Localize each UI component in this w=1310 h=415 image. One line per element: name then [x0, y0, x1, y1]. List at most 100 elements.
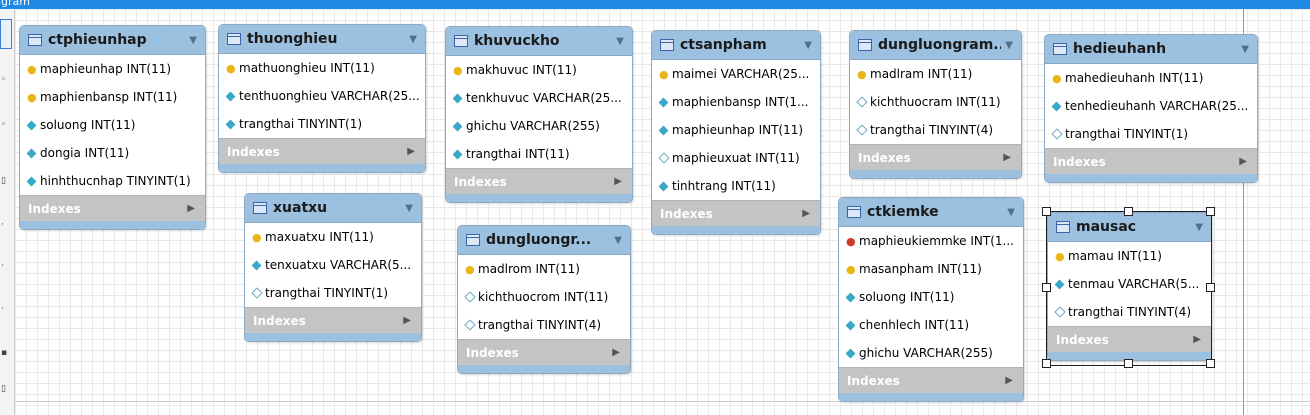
column-row[interactable]: ●mamau INT(11) [1048, 242, 1211, 270]
expand-arrow-icon[interactable]: ▶ [802, 208, 810, 219]
column-row[interactable]: dongia INT(11) [20, 139, 205, 167]
column-row[interactable]: trangthai TINYINT(1) [1045, 120, 1257, 148]
indexes-section[interactable]: Indexes▶ [839, 367, 1023, 393]
column-row[interactable]: maphienbansp INT(1... [652, 88, 820, 116]
table-xuatxu[interactable]: xuatxu▼●maxuatxu INT(11)tenxuatxu VARCHA… [244, 193, 422, 342]
collapse-toggle-icon[interactable]: ▼ [804, 39, 812, 51]
indexes-section[interactable]: Indexes▶ [446, 168, 632, 194]
column-row[interactable]: trangthai TINYINT(4) [850, 116, 1021, 144]
table-header[interactable]: khuvuckho▼ [446, 27, 632, 56]
column-row[interactable]: ●masanpham INT(11) [839, 255, 1023, 283]
collapse-toggle-icon[interactable]: ▼ [405, 202, 413, 214]
indexes-section[interactable]: Indexes▶ [1048, 326, 1211, 352]
table-hedieuhanh[interactable]: hedieuhanh▼●mahedieuhanh INT(11)tenhedie… [1044, 34, 1258, 183]
table-header[interactable]: thuonghieu▼ [219, 25, 425, 54]
table-header[interactable]: ctphieunhap▼ [20, 26, 205, 55]
column-row[interactable]: trangthai TINYINT(1) [245, 279, 421, 307]
resize-handle-right[interactable] [1206, 283, 1215, 292]
column-row[interactable]: trangthai TINYINT(4) [458, 311, 630, 339]
table-ctsanpham[interactable]: ctsanpham▼●maimei VARCHAR(25...maphienba… [651, 30, 821, 235]
expand-arrow-icon[interactable]: ▶ [187, 203, 195, 214]
resize-handle-top-left[interactable] [1042, 207, 1051, 216]
expand-arrow-icon[interactable]: ▶ [1193, 334, 1201, 345]
expand-arrow-icon[interactable]: ▶ [1239, 156, 1247, 167]
table-header[interactable]: dungluongr...▼ [458, 226, 630, 255]
table-header[interactable]: xuatxu▼ [245, 194, 421, 223]
expand-arrow-icon[interactable]: ▶ [1005, 375, 1013, 386]
expand-arrow-icon[interactable]: ▶ [403, 315, 411, 326]
resize-handle-bottom-right[interactable] [1206, 359, 1215, 368]
table-header[interactable]: dungluongram...▼ [850, 31, 1021, 60]
collapse-toggle-icon[interactable]: ▼ [1005, 39, 1013, 51]
expand-arrow-icon[interactable]: ▶ [1003, 152, 1011, 163]
collapse-toggle-icon[interactable]: ▼ [409, 33, 417, 45]
column-row[interactable]: trangthai TINYINT(4) [1048, 298, 1211, 326]
table-header[interactable]: hedieuhanh▼ [1045, 35, 1257, 64]
column-row[interactable]: ●madlrom INT(11) [458, 255, 630, 283]
column-row[interactable]: tinhtrang INT(11) [652, 172, 820, 200]
note-tool-icon[interactable]: · [1, 220, 4, 230]
column-row[interactable]: ●makhuvuc INT(11) [446, 56, 632, 84]
diagram-canvas[interactable]: ctphieunhap▼●maphieunhap INT(11)●maphien… [15, 9, 1310, 415]
column-row[interactable]: tenxuatxu VARCHAR(5... [245, 251, 421, 279]
column-row[interactable]: trangthai INT(11) [446, 140, 632, 168]
column-row[interactable]: ●mathuonghieu INT(11) [219, 54, 425, 82]
column-row[interactable]: soluong INT(11) [839, 283, 1023, 311]
table-header[interactable]: mausac▼ [1048, 213, 1211, 242]
column-row[interactable]: chenhlech INT(11) [839, 311, 1023, 339]
column-row[interactable]: ●maphieukiemmke INT(1... [839, 227, 1023, 255]
column-row[interactable]: ●maxuatxu INT(11) [245, 223, 421, 251]
routine-tool-icon[interactable]: ▯ [1, 384, 6, 394]
column-row[interactable]: tenthuonghieu VARCHAR(25... [219, 82, 425, 110]
collapse-toggle-icon[interactable]: ▼ [189, 34, 197, 46]
collapse-toggle-icon[interactable]: ▼ [1195, 221, 1203, 233]
collapse-toggle-icon[interactable]: ▼ [616, 35, 624, 47]
column-row[interactable]: ●maphieunhap INT(11) [20, 55, 205, 83]
column-row[interactable]: kichthuocram INT(11) [850, 88, 1021, 116]
resize-handle-bottom[interactable] [1124, 359, 1133, 368]
resize-handle-left[interactable] [1042, 283, 1051, 292]
table-dungluongram[interactable]: dungluongram...▼●madlram INT(11)kichthuo… [849, 30, 1022, 179]
table-header[interactable]: ctsanpham▼ [652, 31, 820, 60]
table-thuonghieu[interactable]: thuonghieu▼●mathuonghieu INT(11)tenthuon… [218, 24, 426, 173]
indexes-section[interactable]: Indexes▶ [458, 339, 630, 365]
eraser-tool-icon[interactable]: ◦ [1, 120, 7, 130]
collapse-toggle-icon[interactable]: ▼ [614, 234, 622, 246]
column-row[interactable]: trangthai TINYINT(1) [219, 110, 425, 138]
indexes-section[interactable]: Indexes▶ [1045, 148, 1257, 174]
hand-tool-icon[interactable]: ◦ [1, 75, 7, 85]
resize-handle-bottom-left[interactable] [1042, 359, 1051, 368]
column-row[interactable]: maphieunhap INT(11) [652, 116, 820, 144]
table-header[interactable]: ctkiemke▼ [839, 198, 1023, 227]
collapse-toggle-icon[interactable]: ▼ [1241, 43, 1249, 55]
column-row[interactable]: maphieuxuat INT(11) [652, 144, 820, 172]
table-tool-icon[interactable]: · [1, 304, 4, 314]
column-row[interactable]: ghichu VARCHAR(255) [839, 339, 1023, 367]
view-tool-icon[interactable]: ▪ [1, 348, 8, 358]
table-dungluongrom[interactable]: dungluongr...▼●madlrom INT(11)kichthuocr… [457, 225, 631, 374]
column-row[interactable]: ●maphienbansp INT(11) [20, 83, 205, 111]
resize-handle-top[interactable] [1124, 207, 1133, 216]
indexes-section[interactable]: Indexes▶ [219, 138, 425, 164]
expand-arrow-icon[interactable]: ▶ [407, 146, 415, 157]
resize-handle-top-right[interactable] [1206, 207, 1215, 216]
indexes-section[interactable]: Indexes▶ [245, 307, 421, 333]
table-mausac[interactable]: mausac▼●mamau INT(11)tenmau VARCHAR(5...… [1047, 212, 1212, 361]
column-row[interactable]: kichthuocrom INT(11) [458, 283, 630, 311]
expand-arrow-icon[interactable]: ▶ [612, 347, 620, 358]
column-row[interactable]: tenkhuvuc VARCHAR(25... [446, 84, 632, 112]
layer-tool-icon[interactable]: ▯ [1, 176, 6, 186]
column-row[interactable]: soluong INT(11) [20, 111, 205, 139]
table-khuvuckho[interactable]: khuvuckho▼●makhuvuc INT(11)tenkhuvuc VAR… [445, 26, 633, 203]
column-row[interactable]: tenmau VARCHAR(5... [1048, 270, 1211, 298]
pointer-tool-button[interactable] [0, 19, 12, 49]
column-row[interactable]: tenhedieuhanh VARCHAR(25... [1045, 92, 1257, 120]
indexes-section[interactable]: Indexes▶ [20, 195, 205, 221]
table-ctkiemke[interactable]: ctkiemke▼●maphieukiemmke INT(1...●masanp… [838, 197, 1024, 402]
expand-arrow-icon[interactable]: ▶ [614, 176, 622, 187]
column-row[interactable]: ●madlram INT(11) [850, 60, 1021, 88]
table-ctphieunhap[interactable]: ctphieunhap▼●maphieunhap INT(11)●maphien… [19, 25, 206, 230]
indexes-section[interactable]: Indexes▶ [652, 200, 820, 226]
column-row[interactable]: ghichu VARCHAR(255) [446, 112, 632, 140]
column-row[interactable]: ●maimei VARCHAR(25... [652, 60, 820, 88]
